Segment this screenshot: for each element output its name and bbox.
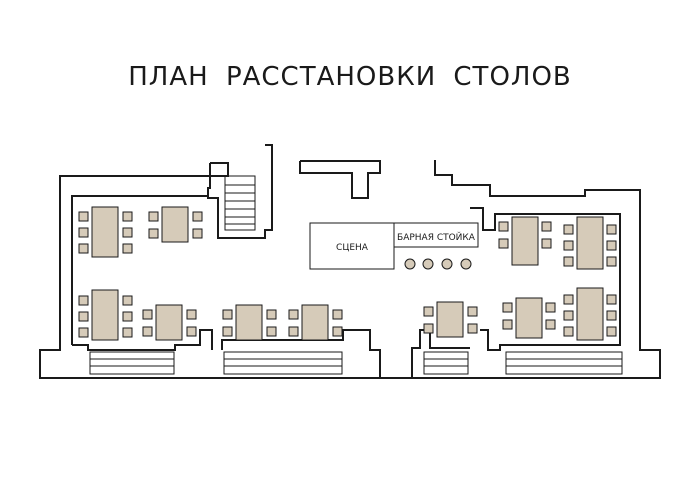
chair — [606, 256, 617, 267]
chair — [606, 294, 617, 305]
table-group — [563, 287, 617, 341]
chair — [606, 240, 617, 251]
chair — [288, 326, 299, 337]
chair — [606, 224, 617, 235]
chair — [122, 227, 133, 238]
chair — [122, 295, 133, 306]
chair — [541, 221, 552, 232]
bar-stool — [422, 258, 434, 270]
table-group — [563, 216, 617, 270]
chair — [423, 323, 434, 334]
bar-counter-label: БАРНАЯ СТОЙКА — [397, 231, 476, 243]
table — [515, 297, 543, 339]
chair — [148, 228, 159, 239]
table-group — [148, 206, 203, 243]
chair — [78, 327, 89, 338]
chair — [142, 326, 153, 337]
entrance-steps — [89, 351, 623, 375]
chair — [545, 302, 556, 313]
furniture — [78, 206, 617, 341]
chair — [78, 211, 89, 222]
chair — [122, 211, 133, 222]
chair — [266, 326, 277, 337]
table-group — [498, 216, 552, 266]
chair — [186, 326, 197, 337]
chair — [467, 323, 478, 334]
chair — [332, 326, 343, 337]
chair — [222, 309, 233, 320]
chair — [78, 227, 89, 238]
chair — [606, 310, 617, 321]
chair — [122, 327, 133, 338]
table — [91, 206, 119, 258]
table-group — [502, 297, 556, 339]
chair — [563, 310, 574, 321]
chair — [332, 309, 343, 320]
stage: СЦЕНА — [309, 222, 395, 270]
table — [511, 216, 539, 266]
table — [235, 304, 263, 341]
chair — [186, 309, 197, 320]
chair — [498, 221, 509, 232]
table — [301, 304, 329, 341]
table-group — [78, 289, 133, 341]
chair — [192, 211, 203, 222]
bar-stool — [460, 258, 472, 270]
table-group — [142, 304, 197, 341]
bar-stool — [441, 258, 453, 270]
chair — [545, 319, 556, 330]
table — [436, 301, 464, 338]
stage-label: СЦЕНА — [336, 243, 369, 253]
chair — [78, 311, 89, 322]
chair — [502, 302, 513, 313]
chair — [563, 224, 574, 235]
chair — [467, 306, 478, 317]
plan-title: ПЛАН РАССТАНОВКИ СТОЛОВ — [128, 62, 572, 92]
walls — [39, 144, 661, 379]
table — [576, 216, 604, 270]
table-group — [78, 206, 133, 258]
chair — [148, 211, 159, 222]
chair — [502, 319, 513, 330]
bar-counter: БАРНАЯ СТОЙКА — [393, 222, 479, 270]
chair — [78, 295, 89, 306]
chair — [78, 243, 89, 254]
table-group — [423, 301, 478, 338]
chair — [266, 309, 277, 320]
chair — [423, 306, 434, 317]
chair — [541, 238, 552, 249]
table — [576, 287, 604, 341]
bar-stool — [404, 258, 416, 270]
chair — [142, 309, 153, 320]
chair — [563, 240, 574, 251]
table — [155, 304, 183, 341]
chair — [563, 294, 574, 305]
table-group — [222, 304, 277, 341]
chair — [606, 326, 617, 337]
chair — [498, 238, 509, 249]
chair — [563, 256, 574, 267]
stairs-left — [224, 175, 256, 231]
table-group — [288, 304, 343, 341]
chair — [122, 311, 133, 322]
chair — [122, 243, 133, 254]
chair — [192, 228, 203, 239]
chair — [222, 326, 233, 337]
chair — [563, 326, 574, 337]
chair — [288, 309, 299, 320]
table — [91, 289, 119, 341]
table — [161, 206, 189, 243]
